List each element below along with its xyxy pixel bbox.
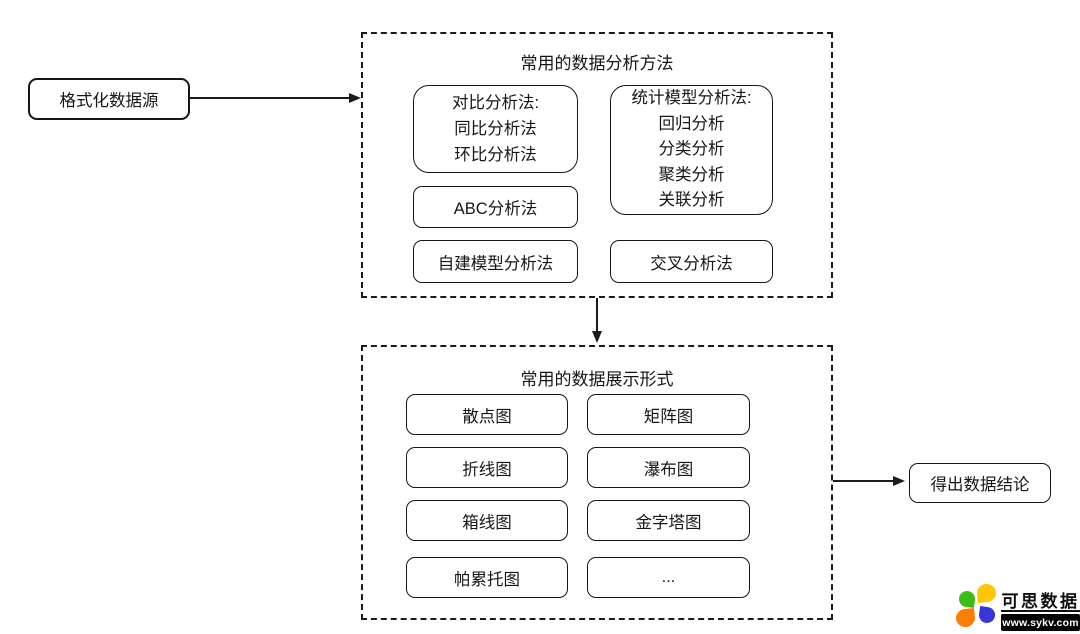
- display-item-more-ellipsis: ...: [587, 557, 750, 598]
- conclusion-box-label: 得出数据结论: [930, 476, 1030, 494]
- display-item-label: 矩阵图: [643, 407, 694, 426]
- abc-analysis-box: ABC分析法: [413, 186, 578, 228]
- cross-analysis-label: 交叉分析法: [650, 254, 733, 273]
- methods-panel-title: 常用的数据分析方法: [520, 54, 674, 73]
- display-item-waterfall-chart: 瀑布图: [587, 447, 750, 488]
- compare-analysis-line: 环比分析法: [454, 146, 537, 164]
- arrow-display-to-conclusion-line: [833, 480, 893, 482]
- source-box-label: 格式化数据源: [59, 92, 159, 110]
- display-item-matrix-chart: 矩阵图: [587, 394, 750, 435]
- display-item-line-chart: 折线图: [406, 447, 568, 488]
- display-item-label: ...: [661, 568, 676, 586]
- display-panel-title: 常用的数据展示形式: [520, 370, 674, 389]
- display-item-label: 金字塔图: [635, 513, 702, 532]
- display-item-scatter-chart: 散点图: [406, 394, 568, 435]
- abc-analysis-label: ABC分析法: [453, 200, 538, 218]
- compare-analysis-line: 同比分析法: [454, 120, 537, 138]
- display-item-label: 箱线图: [462, 513, 512, 532]
- display-item-label: 折线图: [462, 460, 512, 479]
- cross-analysis-box: 交叉分析法: [610, 240, 773, 283]
- compare-analysis-line: 对比分析法:: [451, 94, 540, 112]
- arrow-source-to-methods-line: [190, 97, 349, 99]
- display-item-box-plot: 箱线图: [406, 500, 568, 541]
- display-item-pyramid-chart: 金字塔图: [587, 500, 750, 541]
- statistical-model-line: 关联分析: [658, 191, 725, 210]
- display-item-label: 瀑布图: [643, 460, 694, 479]
- display-panel: [361, 345, 833, 620]
- statistical-model-line: 统计模型分析法:: [631, 89, 752, 108]
- logo-petal-yellow-icon: [976, 583, 997, 603]
- source-box: 格式化数据源: [28, 78, 190, 120]
- watermark-logo: [955, 583, 1002, 633]
- compare-analysis-box: 对比分析法: 同比分析法 环比分析法: [413, 85, 578, 173]
- statistical-model-line: 分类分析: [658, 140, 725, 159]
- logo-petal-orange-icon: [955, 608, 976, 628]
- logo-petal-blue-icon: [977, 605, 997, 625]
- custom-model-label: 自建模型分析法: [437, 254, 554, 273]
- statistical-model-box: 统计模型分析法: 回归分析 分类分析 聚类分析 关联分析: [610, 85, 773, 215]
- arrow-source-to-methods-head: [349, 92, 361, 103]
- arrow-display-to-conclusion-head: [893, 475, 905, 486]
- logo-petal-green-icon: [957, 589, 977, 609]
- display-item-pareto-chart: 帕累托图: [406, 557, 568, 598]
- watermark-brand: 可思数据: [1001, 588, 1080, 612]
- statistical-model-line: 回归分析: [658, 114, 725, 133]
- display-item-label: 帕累托图: [454, 570, 520, 589]
- custom-model-box: 自建模型分析法: [413, 240, 578, 283]
- arrow-methods-to-display-head: [591, 331, 602, 343]
- conclusion-box: 得出数据结论: [909, 463, 1051, 503]
- arrow-methods-to-display-line: [596, 298, 598, 333]
- display-item-label: 散点图: [462, 407, 512, 426]
- methods-panel: [361, 32, 833, 298]
- statistical-model-line: 聚类分析: [658, 165, 725, 184]
- watermark-url: www.sykv.com: [1001, 614, 1080, 631]
